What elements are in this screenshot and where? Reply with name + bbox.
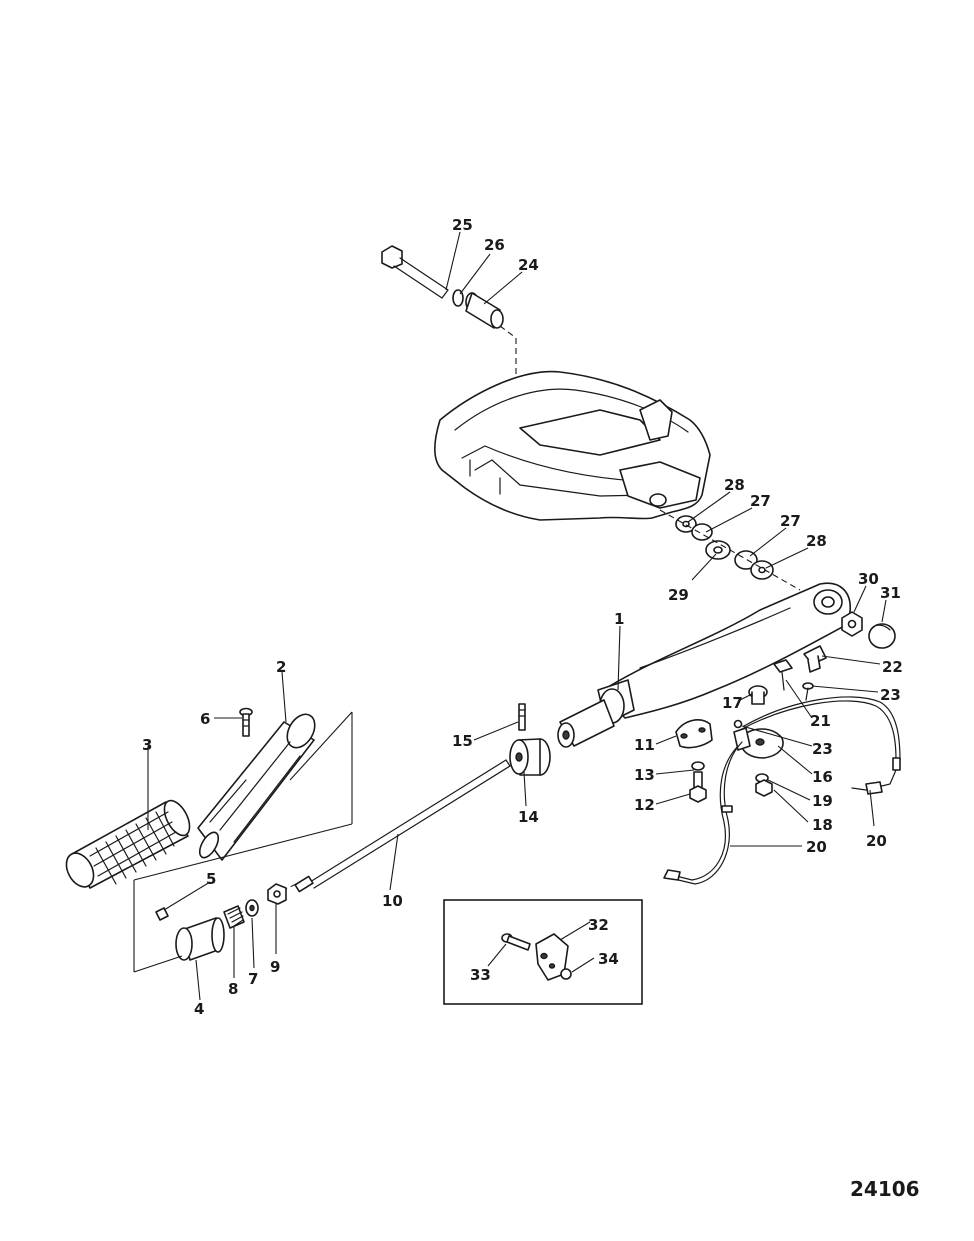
part-34-nut [560,968,572,980]
callout-18: 18 [812,816,833,834]
callout-27-upper: 27 [750,492,771,510]
part-24-bushing [465,292,504,329]
part-9-nut [267,883,287,905]
callout-4: 4 [194,1000,204,1018]
callout-31: 31 [880,584,901,602]
callout-26: 26 [484,236,505,254]
callout-23-lower: 23 [812,740,833,758]
callout-9: 9 [270,958,280,976]
callout-33: 33 [470,966,491,984]
part-6-screw [239,707,253,737]
part-31-cap [868,623,896,649]
callout-27-lower: 27 [780,512,801,530]
callout-24: 24 [518,256,539,274]
part-15-pin [518,703,526,731]
callout-19: 19 [812,792,833,810]
part-27-washer-upper [691,523,713,541]
part-3-twist-grip [65,799,191,889]
callout-28-lower: 28 [806,532,827,550]
callout-23-upper: 23 [880,686,901,704]
part-7-washer [245,899,259,917]
assembly-line-washers [659,509,801,591]
leader-lines [147,231,887,1001]
callout-28-upper: 28 [724,476,745,494]
callout-29: 29 [668,586,689,604]
part-29-spacer [705,540,731,560]
callout-10: 10 [382,892,403,910]
figure-number: 24106 [850,1177,920,1201]
part-21-screw [773,659,793,691]
part-5-pin [155,907,169,921]
part-13-washer [691,761,705,771]
callout-5: 5 [206,870,216,888]
part-30-nut [841,611,863,637]
callout-8: 8 [228,980,238,998]
callout-20-right: 20 [866,832,887,850]
callout-labels: 25 26 24 28 27 27 28 29 30 31 1 22 23 17… [142,216,903,1018]
callout-1: 1 [614,610,624,628]
part-2-handle-cover [197,713,316,861]
part-20-lanyard-cable-lower [663,741,743,885]
callout-13: 13 [634,766,655,784]
callout-16: 16 [812,768,833,786]
handle-group-bracket [133,711,353,973]
part-28-washer-lower [750,560,774,580]
inset-box [443,899,643,1005]
callout-11: 11 [634,736,655,754]
part-22-clip [803,645,827,673]
callout-14: 14 [518,808,539,826]
part-11-bracket [675,719,713,749]
part-25-bolt [381,245,449,299]
callout-7: 7 [248,970,258,988]
callout-20-lower: 20 [806,838,827,856]
callout-3: 3 [142,736,152,754]
callout-12: 12 [634,796,655,814]
callout-15: 15 [452,732,473,750]
part-18-nut [755,779,773,797]
callout-21: 21 [810,712,831,730]
part-12-bolt [689,771,707,803]
callout-30: 30 [858,570,879,588]
callout-32: 32 [588,916,609,934]
part-8-spring [223,905,245,929]
callout-6: 6 [200,710,210,728]
part-17-plug [748,685,768,705]
callout-22: 22 [882,658,903,676]
callout-25: 25 [452,216,473,234]
part-23-screw-upper [802,682,814,701]
callout-2: 2 [276,658,286,676]
part-23-screw-lower [733,719,743,729]
part-14-coupling [509,738,551,776]
callout-34: 34 [598,950,619,968]
callout-17: 17 [722,694,743,712]
part-10-throttle-shaft [294,759,511,893]
tiller-bracket [434,370,711,521]
part-4-grip-sleeve [175,917,225,961]
part-33-screw [501,933,531,951]
